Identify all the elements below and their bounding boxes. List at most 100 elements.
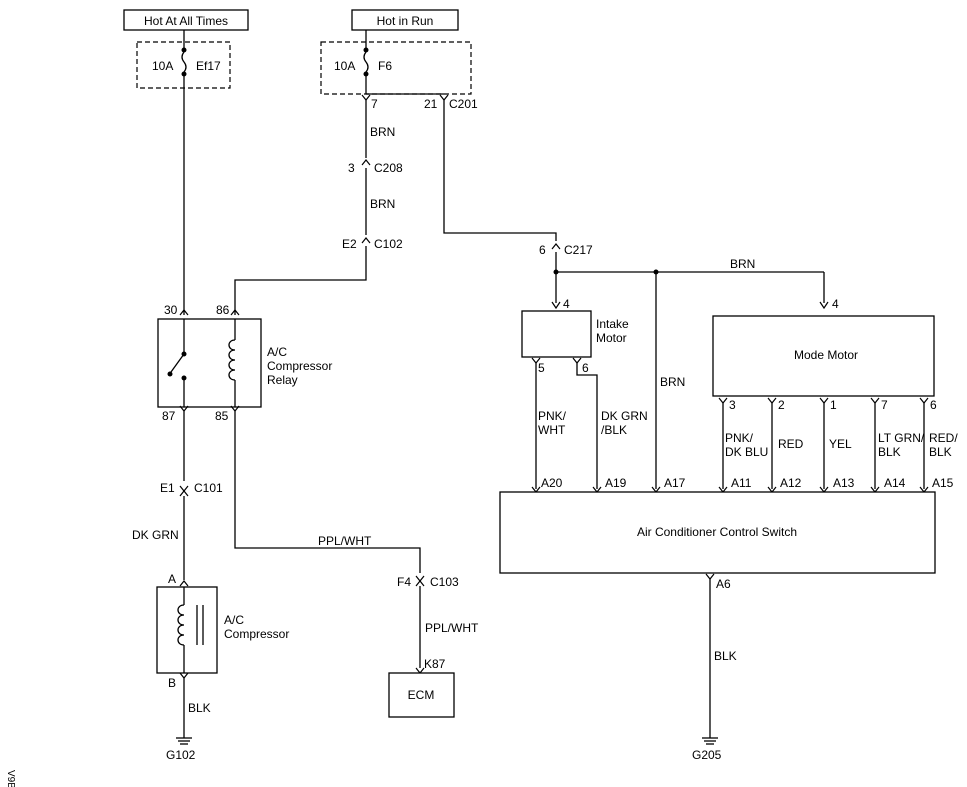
c217-label: C217 [564, 243, 593, 257]
c103-label: C103 [430, 575, 459, 589]
wire-brn-4: BRN [660, 375, 685, 389]
switch-pin-a12: A12 [780, 476, 802, 490]
relay-label-l1: A/C [267, 345, 287, 359]
wire-red-blk-l1: RED/ [929, 431, 958, 445]
mode-pin1-label: 1 [830, 398, 837, 412]
c102-label: C102 [374, 237, 403, 251]
c201-label: C201 [449, 97, 478, 111]
control-switch-label: Air Conditioner Control Switch [637, 525, 797, 539]
intake-pin6-label: 6 [582, 361, 589, 375]
wire-dk-grn-blk-l2: /BLK [601, 423, 627, 437]
wire-relay-to-ecm [234, 411, 421, 573]
connector-c208 [361, 159, 371, 166]
hot-at-all-times-label: Hot At All Times [144, 14, 228, 28]
relay-coil-icon [228, 339, 236, 381]
relay-pin87-label: 87 [162, 409, 176, 423]
fuse-ef17-name: Ef17 [196, 59, 221, 73]
switch-pin-a11: A11 [731, 476, 752, 490]
ground-g205-icon [702, 737, 718, 745]
c208-pin-label: 3 [348, 161, 355, 175]
intake-motor-label-l1: Intake [596, 317, 629, 331]
intake-motor-box [521, 310, 592, 358]
switch-pin-a6: A6 [716, 577, 731, 591]
fuse-f6-name: F6 [378, 59, 392, 73]
wire-dk-grn: DK GRN [132, 528, 179, 542]
switch-pin-a20: A20 [541, 476, 563, 490]
c102-pin-label: E2 [342, 237, 357, 251]
mode-pin4-label: 4 [832, 297, 839, 311]
connector-c102 [361, 237, 371, 244]
wire-yel: YEL [829, 437, 852, 451]
fuse-ef17-icon [181, 51, 187, 73]
c201-pin7-label: 7 [371, 97, 378, 111]
relay-label-l3: Relay [267, 373, 298, 387]
c208-label: C208 [374, 161, 403, 175]
hot-in-run-label: Hot in Run [377, 14, 434, 28]
relay-pin30-label: 30 [164, 303, 178, 317]
ground-g102-icon [176, 737, 192, 745]
wire-brn-2: BRN [370, 197, 395, 211]
intake-motor-label-l2: Motor [596, 331, 627, 345]
c101-pin-label: E1 [160, 481, 175, 495]
fuse-f6-rating: 10A [334, 59, 355, 73]
mode-pin2-label: 2 [778, 398, 785, 412]
control-switch-box [499, 491, 936, 574]
wire-lt-grn-blk-l2: BLK [878, 445, 901, 459]
wire-ppl-wht-1: PPL/WHT [318, 534, 372, 548]
ground-g102-label: G102 [166, 748, 196, 762]
wire-ppl-wht-2: PPL/WHT [425, 621, 479, 635]
mode-motor-box [712, 315, 935, 397]
wire-brn-1: BRN [370, 125, 395, 139]
wire-red-blk-l2: BLK [929, 445, 952, 459]
connector-c201-pin7 [361, 94, 371, 101]
ecm-pin-label: K87 [424, 657, 446, 671]
compressor-pin-a-label: A [168, 572, 176, 586]
hot-in-run-box [351, 9, 459, 31]
ecm-label: ECM [408, 688, 435, 702]
wire-brn-3: BRN [730, 257, 755, 271]
compressor-label-l2: Compressor [224, 627, 289, 641]
wire-c201-to-c217 [443, 100, 557, 241]
relay-pin85-label: 85 [215, 409, 229, 423]
figure-id: V9B37B01 [5, 770, 16, 787]
mode-motor-label: Mode Motor [794, 348, 858, 362]
ground-g205-label: G205 [692, 748, 722, 762]
wire-red: RED [778, 437, 804, 451]
control-switch-pin-arrows [531, 486, 929, 493]
wire-dk-grn-blk-l1: DK GRN [601, 409, 648, 423]
ecm-box [388, 672, 455, 718]
intake-pin4-label: 4 [563, 297, 570, 311]
wire-pnk-wht-l2: WHT [538, 423, 566, 437]
fuse-ef17-rating: 10A [152, 59, 173, 73]
switch-pin-a13: A13 [833, 476, 855, 490]
switch-pin-a19: A19 [605, 476, 627, 490]
c103-pin-label: F4 [397, 575, 411, 589]
connector-c201-pin21 [439, 94, 449, 101]
relay-switch-icon [170, 353, 185, 373]
c101-label: C101 [194, 481, 223, 495]
wire-blk-1: BLK [188, 701, 211, 715]
compressor-coil-icon [177, 604, 185, 646]
compressor-pin-b-label: B [168, 676, 176, 690]
fuse-f6-icon [363, 51, 369, 73]
switch-pin-a17: A17 [664, 476, 686, 490]
wire-pnk-dk-blu-l1: PNK/ [725, 431, 754, 445]
compressor-label-l1: A/C [224, 613, 244, 627]
c201-pin21-label: 21 [424, 97, 438, 111]
connector-c217 [551, 243, 561, 250]
wire-pnk-dk-blu-l2: DK BLU [725, 445, 768, 459]
wire-pnk-wht-l1: PNK/ [538, 409, 567, 423]
relay-pin86-label: 86 [216, 303, 230, 317]
relay-label-l2: Compressor [267, 359, 332, 373]
hot-at-all-times-box [123, 9, 249, 31]
mode-pin7-label: 7 [881, 398, 888, 412]
compressor-box [156, 586, 218, 674]
switch-pin-a14: A14 [884, 476, 906, 490]
wire-lt-grn-blk-l1: LT GRN/ [878, 431, 925, 445]
c217-pin-label: 6 [539, 243, 546, 257]
intake-pin5-label: 5 [538, 361, 545, 375]
mode-pin3-label: 3 [729, 398, 736, 412]
wire-blk-2: BLK [714, 649, 737, 663]
relay-box [157, 318, 262, 408]
